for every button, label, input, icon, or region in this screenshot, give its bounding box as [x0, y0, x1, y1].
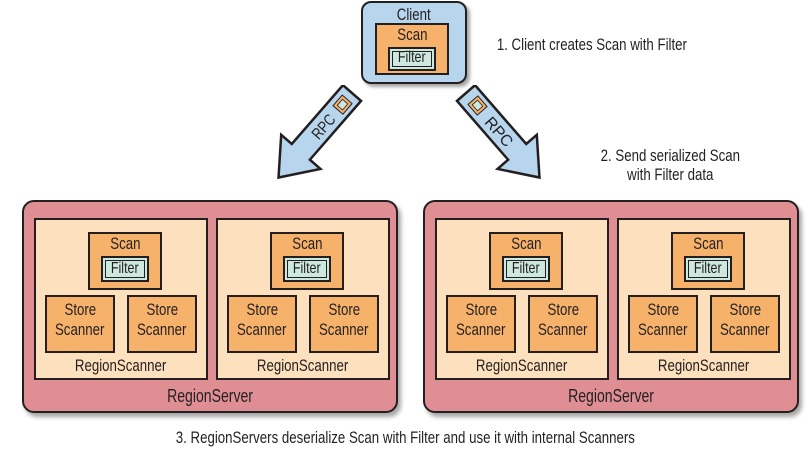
region-server-label: RegionServer [568, 386, 654, 406]
region-scanner-label: RegionScanner [476, 356, 568, 375]
client-filter-box: Filter [388, 47, 436, 71]
filter-label: Filter [111, 260, 139, 277]
filter-label: Filter [512, 260, 540, 277]
region-scanner-label: RegionScanner [658, 356, 750, 375]
rpc-arrow-left: RPC [277, 85, 363, 180]
filter-box: Filter [101, 256, 149, 282]
step-1-caption: 1. Client creates Scan with Filter [496, 35, 687, 54]
scan-label: Scan [692, 234, 724, 253]
scan-label: Scan [291, 234, 323, 253]
filter-box: Filter [283, 256, 331, 282]
step-2-caption: 2. Send serialized Scan with Filter data [600, 146, 740, 184]
client-scan-box: Scan Filter [375, 23, 449, 75]
filter-label: Filter [694, 260, 722, 277]
filter-box: Filter [684, 256, 732, 282]
client-title: Client [397, 5, 431, 24]
step-3-caption: 3. RegionServers deserialize Scan with F… [175, 428, 635, 447]
filter-label: Filter [293, 260, 321, 277]
scan-label: Scan [396, 25, 428, 44]
scan-label: Scan [510, 234, 542, 253]
region-scanner-label: RegionScanner [75, 356, 167, 375]
scan-label: Scan [109, 234, 141, 253]
filter-label: Filter [398, 49, 426, 66]
filter-box: Filter [502, 256, 550, 282]
client-box: Client Scan Filter [361, 1, 467, 84]
rpc-arrow-right: RPC [455, 85, 541, 180]
region-scanner-label: RegionScanner [257, 356, 349, 375]
region-server-label: RegionServer [167, 386, 253, 406]
rpc-arrows: RPC RPC [277, 85, 541, 180]
